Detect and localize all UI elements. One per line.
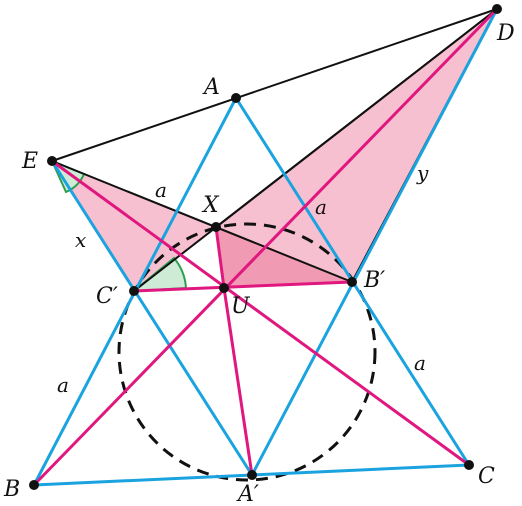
segment-u-a-prime (222, 287, 254, 476)
point-a-prime (247, 470, 257, 480)
label-x: X (201, 193, 220, 218)
point-u (219, 283, 229, 293)
point-x (211, 222, 221, 232)
segment-e-c (51, 159, 470, 467)
label-x-segment: x (75, 228, 86, 252)
shaded-triangle-x-b-prime-d (216, 9, 497, 282)
point-c-prime (129, 286, 139, 296)
point-a (231, 93, 241, 103)
label-c: C (478, 464, 495, 489)
label-a-b-c-prime: a (57, 373, 69, 397)
point-b (29, 480, 39, 490)
label-b-prime: B′ (363, 268, 385, 293)
segment-d-a-prime (250, 8, 499, 476)
label-d: D (496, 21, 515, 46)
label-b: B (3, 477, 20, 502)
segment-x-d (215, 8, 498, 228)
label-u: U (231, 294, 251, 319)
segment-e-a-prime (50, 160, 254, 476)
point-d (492, 4, 502, 14)
label-a-prime: A′ (236, 482, 259, 506)
label-a-a-b-prime: a (315, 195, 327, 219)
segment-c-prime-b-prime (133, 280, 353, 293)
label-a: A (202, 75, 220, 100)
point-c (464, 460, 474, 470)
label-a-e-x: a (155, 178, 167, 202)
segment-e-d (51, 8, 498, 162)
segment-e-b-prime (51, 160, 353, 283)
point-e (47, 156, 57, 166)
point-b-prime (347, 277, 357, 287)
label-a-b-prime-c: a (414, 351, 426, 375)
segment-b-d (32, 7, 499, 487)
shaded-triangle-x-u-b-prime (216, 227, 352, 288)
label-y-segment: y (416, 161, 429, 185)
segment-x-u (214, 226, 226, 289)
label-e: E (21, 149, 38, 174)
dashed-circle (117, 222, 377, 482)
label-c-prime: C′ (96, 284, 118, 309)
